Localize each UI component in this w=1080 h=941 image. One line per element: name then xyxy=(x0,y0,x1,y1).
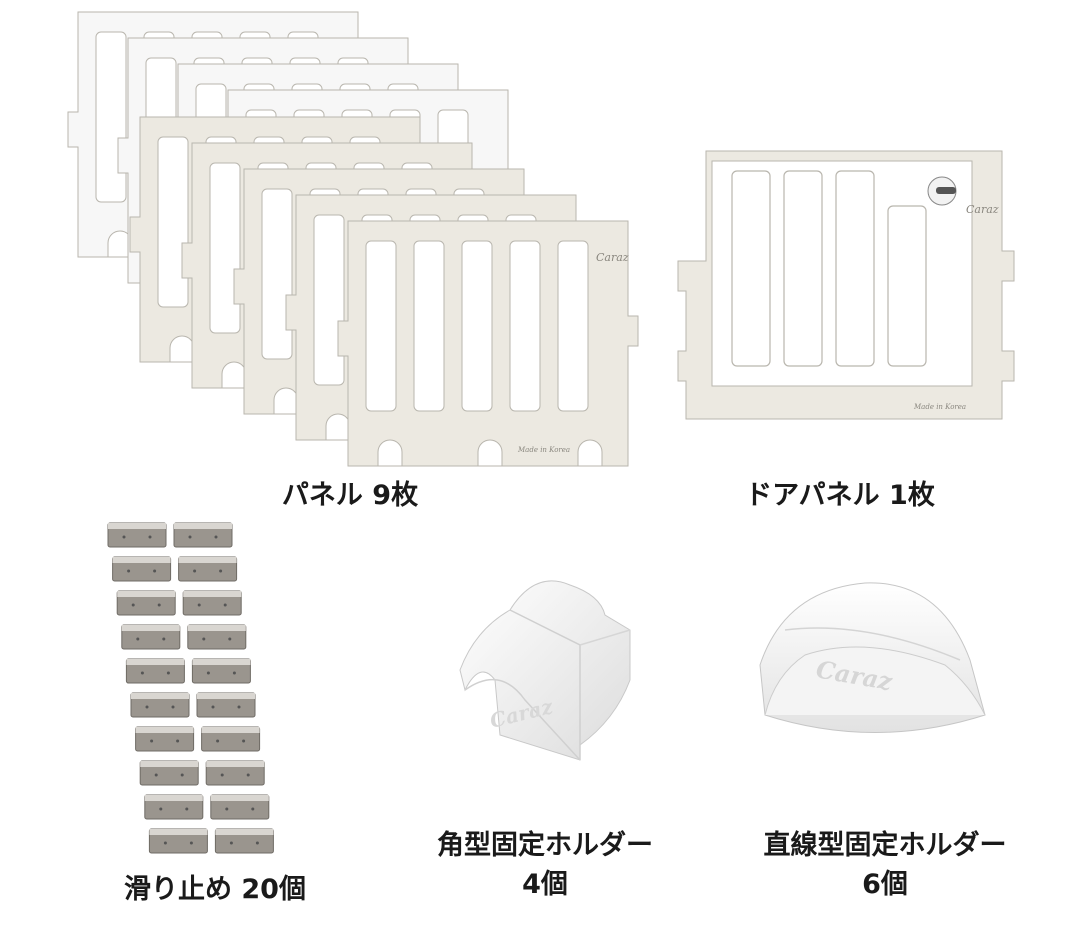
door-panel-brand: Caraz xyxy=(966,203,999,216)
straight-holder-caption: 直線型固定ホルダー 6個 xyxy=(735,828,1035,902)
stopper xyxy=(205,760,265,786)
stopper xyxy=(182,590,242,616)
stopper xyxy=(178,556,238,582)
stoppers-label: 滑り止め 20個 xyxy=(124,874,306,905)
stopper xyxy=(112,556,172,582)
stopper xyxy=(201,726,261,752)
stopper xyxy=(214,828,274,854)
stopper xyxy=(135,726,195,752)
corner-holder-svg: Caraz xyxy=(459,580,631,761)
panel-label: パネル 9枚 xyxy=(281,480,419,511)
corner-holder-image: Caraz xyxy=(440,570,660,770)
stopper xyxy=(121,624,181,650)
stopper xyxy=(148,828,208,854)
door-panel-made-in: Made in Korea xyxy=(913,403,966,411)
corner-holder-label-line2: 4個 xyxy=(522,869,568,901)
stopper xyxy=(187,624,247,650)
stoppers-image xyxy=(100,515,300,865)
straight-holder-image: Caraz xyxy=(745,575,995,740)
stopper xyxy=(130,692,190,718)
straight-holder-svg: Caraz xyxy=(759,582,986,733)
stopper xyxy=(107,522,167,548)
straight-holder-label-line1: 直線型固定ホルダー xyxy=(763,830,1007,861)
stopper xyxy=(116,590,176,616)
corner-holder-caption: 角型固定ホルダー 4個 xyxy=(405,828,685,902)
panel-made-in: Made in Korea xyxy=(517,446,570,454)
stopper xyxy=(210,794,270,820)
stoppers-caption: 滑り止め 20個 xyxy=(80,872,350,907)
door-panel-label: ドアパネル 1枚 xyxy=(745,480,935,511)
door-panel-caption: ドアパネル 1枚 xyxy=(690,478,990,513)
panel-brand: Caraz xyxy=(596,251,629,264)
panel-caption: パネル 9枚 xyxy=(200,478,500,513)
stopper xyxy=(139,760,199,786)
straight-holder-label-line2: 6個 xyxy=(862,869,908,901)
stopper xyxy=(144,794,204,820)
corner-holder-label-line1: 角型固定ホルダー xyxy=(437,830,653,861)
stoppers-svg xyxy=(107,522,274,854)
stopper xyxy=(125,658,185,684)
stopper xyxy=(173,522,233,548)
stopper xyxy=(196,692,256,718)
stopper xyxy=(191,658,251,684)
